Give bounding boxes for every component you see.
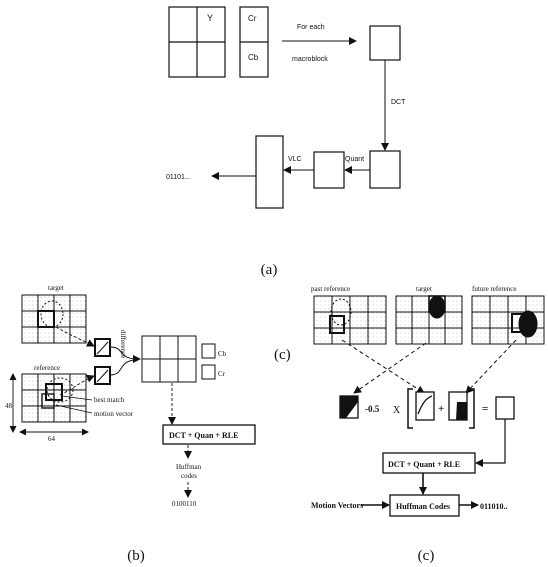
y-block <box>169 7 225 77</box>
for-each-label: For each <box>297 24 325 31</box>
bracket-right <box>469 389 474 428</box>
times-label: X <box>393 405 401 416</box>
cb-block <box>202 344 215 358</box>
cb-label-b: Cb <box>218 350 227 358</box>
pipeline-label-c: DCT + Quant + RLE <box>388 460 460 469</box>
panel-b: target reference 48 64 <box>5 284 255 564</box>
bracket-left <box>408 389 413 428</box>
caption-a: (a) <box>261 262 278 278</box>
macroblock-box <box>370 26 400 60</box>
target-label-c: target <box>416 285 432 293</box>
bitstream-output-b: 0100110 <box>172 500 197 508</box>
motion-vector-label: motion vector <box>94 410 134 418</box>
dim-width-label: 64 <box>48 435 56 443</box>
past-reference-grid <box>314 296 386 344</box>
target-grid-c <box>396 296 462 344</box>
dct-output-box <box>370 151 400 188</box>
block-difference <box>496 397 514 419</box>
target-grid <box>22 295 86 343</box>
future-to-third-arrow <box>466 340 516 393</box>
best-match-label: best match <box>94 396 125 404</box>
difference-grid <box>142 336 196 382</box>
block-target <box>340 396 358 418</box>
target-block-extract <box>95 339 110 356</box>
reference-label: reference <box>34 364 60 372</box>
cr-label: Cr <box>248 14 257 23</box>
caption-b: (b) <box>127 548 145 564</box>
vlc-box <box>256 136 283 208</box>
block-past <box>416 392 434 420</box>
future-reference-grid <box>472 296 544 344</box>
quant-label: Quant <box>345 156 364 163</box>
motion-vectors-label: Motion Vectors <box>311 501 363 510</box>
bitstream-output-c: 011010.. <box>480 502 508 511</box>
panel-c: (c) past reference target future referen… <box>274 285 544 564</box>
target-label-b: target <box>48 284 64 292</box>
past-to-second-arrow <box>342 340 424 393</box>
caption-c: (c) <box>418 548 435 564</box>
plus-label: + <box>438 403 444 415</box>
y-label: Y <box>207 13 213 23</box>
difference-to-pipeline-arrow <box>476 419 505 463</box>
coef-label: -0.5 <box>365 404 380 414</box>
block-future <box>449 392 467 420</box>
vlc-label: VLC <box>288 156 302 163</box>
past-reference-label: past reference <box>311 285 350 293</box>
cr-block <box>202 365 215 379</box>
reference-block-extract <box>95 367 110 384</box>
equals-label: = <box>482 403 488 415</box>
side-caption-c: (c) <box>274 347 291 363</box>
panel-a: Y Cr Cb For each macroblock DCT Quant VL… <box>166 7 406 278</box>
future-reference-label: future reference <box>472 285 517 293</box>
quant-box <box>314 152 344 188</box>
macroblock-label: macroblock <box>292 56 328 63</box>
huffman-label: Huffman <box>176 463 202 471</box>
bitstream-output: 01101... <box>166 174 191 181</box>
cb-label: Cb <box>248 53 259 62</box>
dim-height-label: 48 <box>5 402 13 410</box>
target-to-first-arrow <box>354 343 426 393</box>
codes-label: codes <box>181 472 197 480</box>
cr-label-b: Cr <box>218 370 226 378</box>
huffman-label-c: Huffman Codes <box>396 502 450 511</box>
difference-label: difference <box>119 330 127 358</box>
dct-label: DCT <box>391 99 406 106</box>
pipeline-label-b: DCT + Quan + RLE <box>169 431 238 440</box>
